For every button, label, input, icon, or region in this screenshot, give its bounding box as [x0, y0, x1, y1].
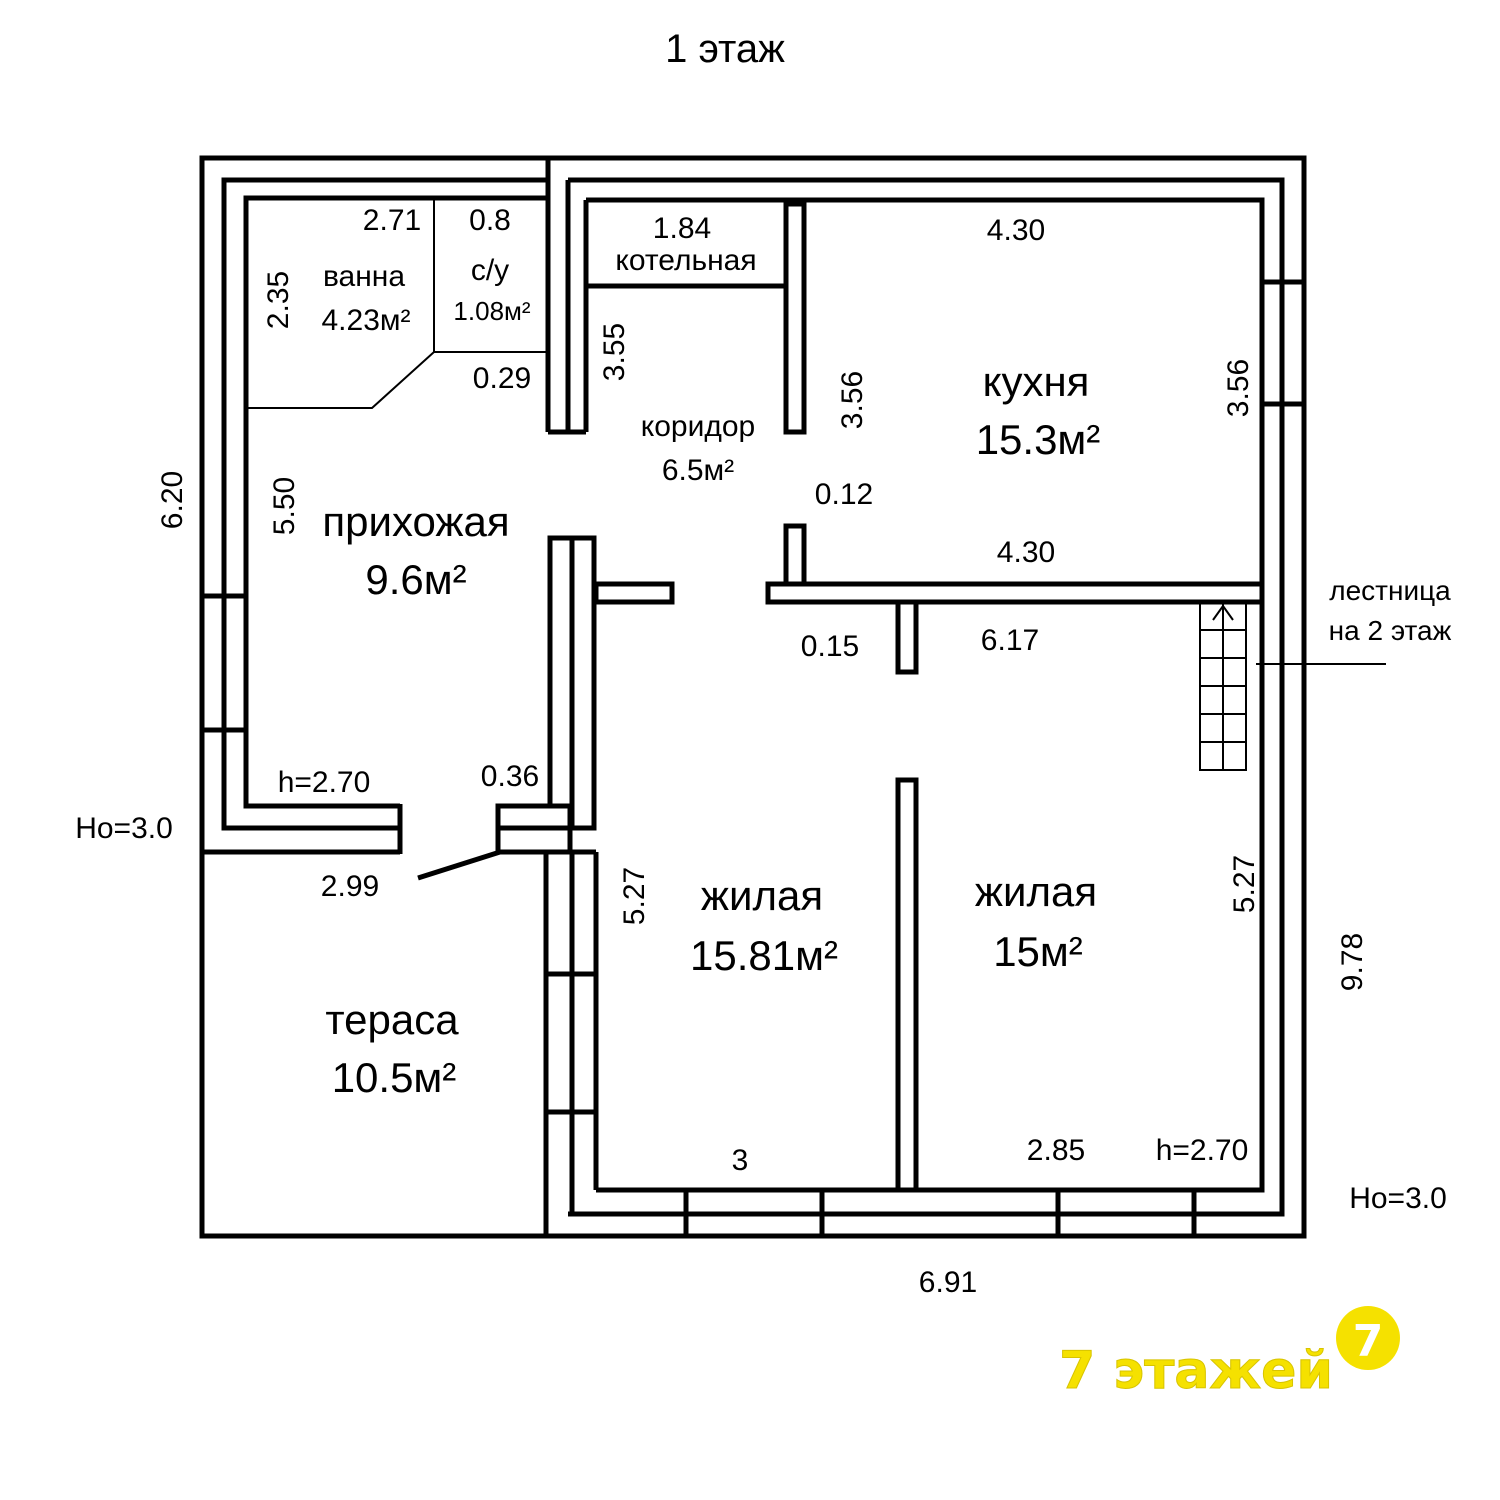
outer-wall	[199, 155, 1307, 1239]
dim-wc-width: 0.8	[469, 204, 511, 237]
bath-area: 4.23м²	[321, 304, 410, 337]
dim-bath-width: 2.71	[363, 204, 421, 237]
dim-hall-ceiling: h=2.70	[278, 766, 371, 799]
dim-ho-right: Hо=3.0	[1349, 1182, 1447, 1215]
stairs-label-line2: на 2 этаж	[1329, 615, 1452, 646]
living2-area: 15м²	[993, 928, 1083, 975]
dim-wc-door: 0.29	[473, 362, 531, 395]
terrace-area: 10.5м²	[332, 1054, 457, 1101]
wc-area: 1.08м²	[453, 296, 530, 326]
dim-kitchen-width-bottom: 4.30	[997, 536, 1055, 569]
staircase	[1199, 601, 1386, 771]
living1-name: жилая	[701, 872, 823, 919]
dim-left-outer-height: 6.20	[156, 471, 189, 529]
kitchen-area: 15.3м²	[976, 416, 1101, 463]
corridor-name: коридор	[641, 410, 755, 443]
bath-name: ванна	[323, 260, 405, 293]
dim-hall-door: 0.36	[481, 760, 539, 793]
corridor-area: 6.5м²	[662, 454, 734, 487]
dim-living-ceiling: h=2.70	[1156, 1134, 1249, 1167]
dim-bottom-outer-width: 6.91	[919, 1266, 977, 1299]
partition-stubs	[593, 523, 1265, 1193]
dim-living-top-width: 6.17	[981, 624, 1039, 657]
terrace-name: тераса	[325, 996, 459, 1043]
dim-living1-width: 3	[732, 1144, 749, 1177]
dim-partition-gap: 0.12	[815, 478, 873, 511]
stairs-label-line1: лестница	[1329, 575, 1451, 606]
dim-ho-left: Hо=3.0	[75, 812, 173, 845]
boiler-name: котельная	[615, 244, 756, 277]
logo: 7 этажей 7	[1059, 1306, 1400, 1402]
dim-kitchen-width-top: 4.30	[987, 214, 1045, 247]
dim-bath-height: 2.35	[262, 271, 295, 329]
hall-area: 9.6м²	[365, 556, 466, 603]
bathroom-walls	[246, 198, 548, 409]
dim-living2-width: 2.85	[1027, 1134, 1085, 1167]
hall-name: прихожая	[322, 498, 509, 545]
kitchen-name: кухня	[983, 358, 1090, 405]
boiler-room-walls	[586, 201, 807, 435]
dim-boiler-width: 1.84	[653, 212, 711, 245]
terrace-outline	[199, 849, 548, 1239]
dim-living2-height: 5.27	[1228, 855, 1261, 913]
dim-kitchen-right-height: 3.56	[1222, 359, 1255, 417]
wc-name: с/у	[471, 254, 509, 287]
living2-name: жилая	[975, 868, 1097, 915]
dim-partition-gap2: 0.15	[801, 630, 859, 663]
logo-text: 7 этажей	[1059, 1341, 1333, 1401]
logo-badge: 7	[1353, 1316, 1384, 1367]
dim-corridor-height: 3.55	[598, 323, 631, 381]
plan-title: 1 этаж	[665, 27, 785, 71]
dim-hall-height: 5.50	[268, 477, 301, 535]
interior-wall-left	[495, 535, 599, 1236]
dim-living1-height: 5.27	[618, 867, 651, 925]
logo-badge-icon	[1336, 1306, 1400, 1370]
living1-area: 15.81м²	[690, 932, 838, 979]
dim-terrace-width: 2.99	[321, 870, 379, 903]
dim-right-outer-height: 9.78	[1336, 933, 1369, 991]
dim-kitchen-left-height: 3.56	[836, 371, 869, 429]
